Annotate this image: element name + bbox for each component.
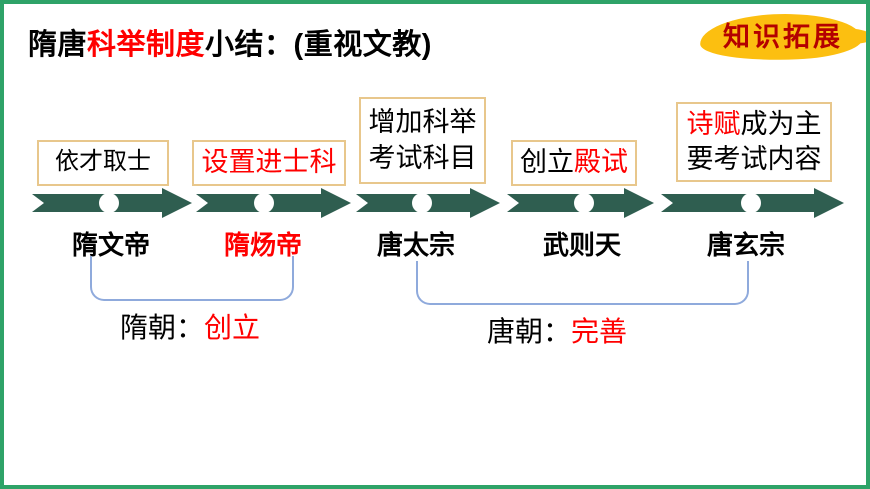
emperor-label-sui-yangdi: 隋炀帝 [223, 230, 303, 260]
note-line: 创立殿试 [520, 145, 628, 180]
note-line: 设置进士科 [202, 145, 337, 180]
note-text: 诗赋 [686, 108, 741, 139]
note-box-stage-3: 增加科举 考试科目 [359, 97, 486, 184]
emperor-label-wu-zetian: 武则天 [542, 230, 622, 260]
bracket-label-text: 隋朝： [119, 312, 204, 343]
timeline-node-dot [574, 193, 594, 213]
timeline-node-dot [254, 193, 274, 213]
note-text: 设置进士科 [201, 147, 337, 178]
note-box-stage-1: 依才取士 [37, 140, 169, 186]
note-line: 增加科举 [369, 105, 477, 140]
note-line: 考试科目 [369, 141, 477, 176]
timeline-node-dot [412, 193, 432, 213]
emperor-label-sui-wendi: 隋文帝 [71, 230, 151, 260]
note-text: 要考试内容 [686, 144, 822, 174]
bracket-tang-dynasty [416, 261, 749, 305]
title-post: 小结：(重视文教) [205, 29, 432, 61]
emperor-label-tang-xuanzong: 唐玄宗 [706, 230, 786, 260]
note-line: 诗赋成为主 [687, 107, 822, 142]
note-text: 考试科目 [368, 142, 477, 173]
emperor-label-tang-taizong: 唐太宗 [376, 230, 456, 260]
note-line: 依才取士 [55, 147, 151, 178]
bracket-label-text: 唐朝： [486, 316, 571, 347]
bracket-label-tang: 唐朝：完善 [487, 310, 627, 350]
title-highlight: 科举制度 [87, 29, 206, 61]
note-text: 殿试 [574, 147, 628, 178]
note-box-stage-2: 设置进士科 [192, 140, 346, 186]
timeline-node-dot [741, 193, 761, 213]
timeline-arrows [32, 188, 844, 218]
bracket-label-sui: 隋朝：创立 [120, 306, 260, 346]
note-box-stage-4: 创立殿试 [511, 140, 637, 186]
bracket-label-value: 完善 [571, 316, 628, 347]
note-text: 成为主 [740, 108, 822, 139]
note-text: 依才取士 [55, 149, 151, 176]
knowledge-expansion-badge: 知识拓展 [699, 10, 866, 64]
timeline-node-dot [99, 193, 119, 213]
note-text: 创立 [520, 147, 574, 178]
bracket-sui-dynasty [90, 256, 294, 301]
title-pre: 隋唐 [28, 29, 88, 61]
slide-title: 隋唐科举制度小结：(重视文教) [28, 21, 432, 63]
note-box-stage-5: 诗赋成为主 要考试内容 [676, 102, 832, 182]
bracket-label-value: 创立 [204, 312, 261, 343]
badge-label: 知识拓展 [723, 22, 843, 52]
note-text: 增加科举 [368, 107, 477, 138]
note-line: 要考试内容 [687, 142, 822, 177]
